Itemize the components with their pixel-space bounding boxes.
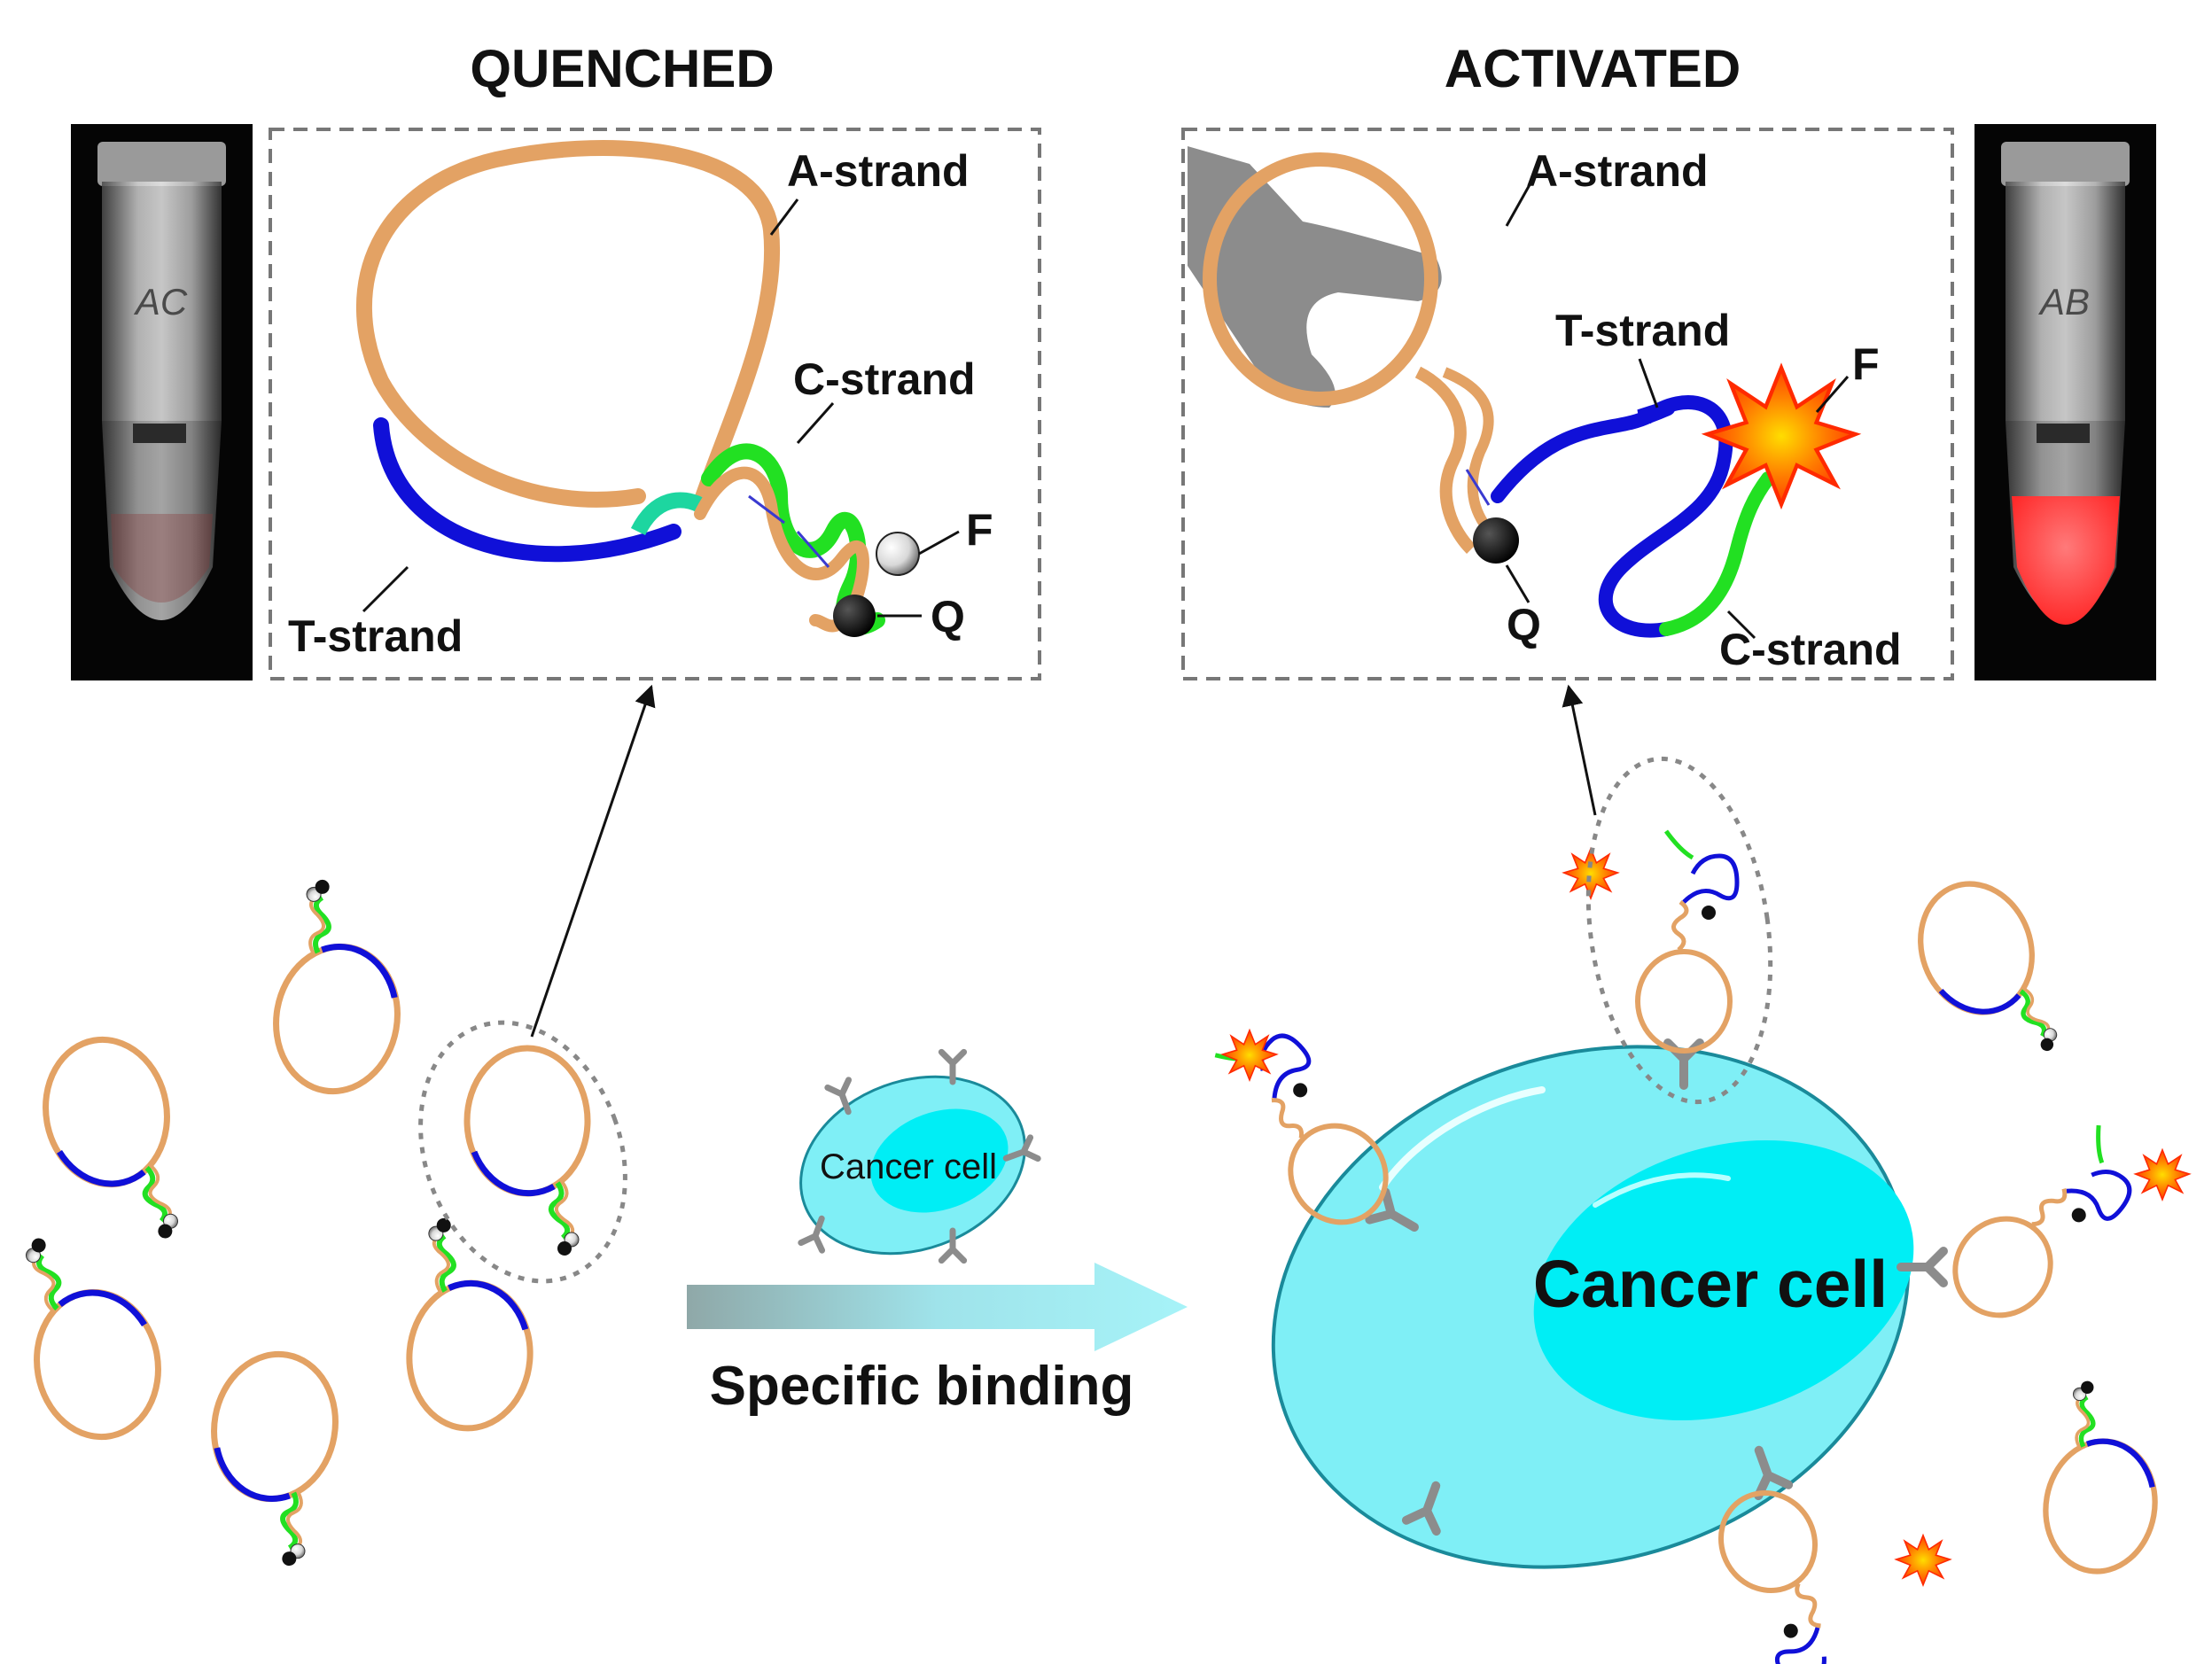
burst (1221, 1030, 1278, 1081)
title-activated: ACTIVATED (1445, 39, 1741, 98)
free-probe-population (15, 876, 627, 1570)
free-probe (467, 1048, 588, 1256)
label-q-activated: Q (1507, 600, 1541, 649)
bound-probe (1638, 831, 1737, 1051)
big-cancer-cell: Cancer cell (1271, 967, 1976, 1569)
zoom-arrow-quenched (530, 684, 656, 1038)
label-a-strand-quenched: A-strand (787, 146, 970, 196)
label-f-activated: F (1852, 339, 1880, 389)
bound-probe-population (1194, 756, 2191, 1664)
bound-probe (1936, 1107, 2153, 1339)
free-probe (35, 1030, 190, 1255)
tube-right-label: AB (2037, 281, 2090, 323)
burst (1895, 1535, 1951, 1586)
arrow-label: Specific binding (710, 1356, 1134, 1417)
quencher-ball (833, 595, 876, 637)
label-a-strand-activated: A-strand (1526, 146, 1709, 196)
free-probe (2036, 1378, 2175, 1581)
label-q-quenched: Q (931, 592, 965, 641)
small-cell-label: Cancer cell (820, 1147, 997, 1186)
burst (1562, 847, 1619, 899)
tube-photo-quenched: AC (71, 124, 253, 680)
fluorophore-ball (876, 532, 920, 576)
free-probe (1903, 868, 2068, 1081)
quencher-ball-activated (1473, 517, 1519, 564)
quenched-detail-panel: A-strand C-strand T-strand F Q (269, 128, 1041, 680)
free-probe (15, 1222, 170, 1447)
tube-left-label: AC (133, 281, 188, 323)
free-probe (265, 876, 420, 1101)
big-cell-label: Cancer cell (1533, 1247, 1888, 1321)
burst (2134, 1149, 2191, 1201)
label-t-strand-activated: T-strand (1555, 306, 1730, 355)
specific-binding-arrow: Specific binding (687, 1263, 1188, 1417)
highlight-dashed-circle-activated (1585, 756, 1773, 1105)
tube-photo-activated: AB (1974, 124, 2156, 680)
label-c-strand-activated: C-strand (1719, 625, 1902, 674)
highlight-dashed-circle-quenched (418, 1020, 627, 1284)
free-probe (192, 1344, 347, 1569)
small-cancer-cell: Cancer cell (775, 1046, 1049, 1283)
fluorophore-burst (1707, 368, 1855, 504)
bound-probe (1194, 1009, 1411, 1241)
activated-detail-panel: A-strand T-strand F Q C-strand (1181, 128, 1954, 680)
label-c-strand-quenched: C-strand (793, 354, 976, 404)
title-quenched: QUENCHED (470, 39, 774, 98)
zoom-arrow-activated (1562, 684, 1597, 816)
label-t-strand-quenched: T-strand (288, 611, 463, 661)
label-f-quenched: F (966, 505, 993, 555)
